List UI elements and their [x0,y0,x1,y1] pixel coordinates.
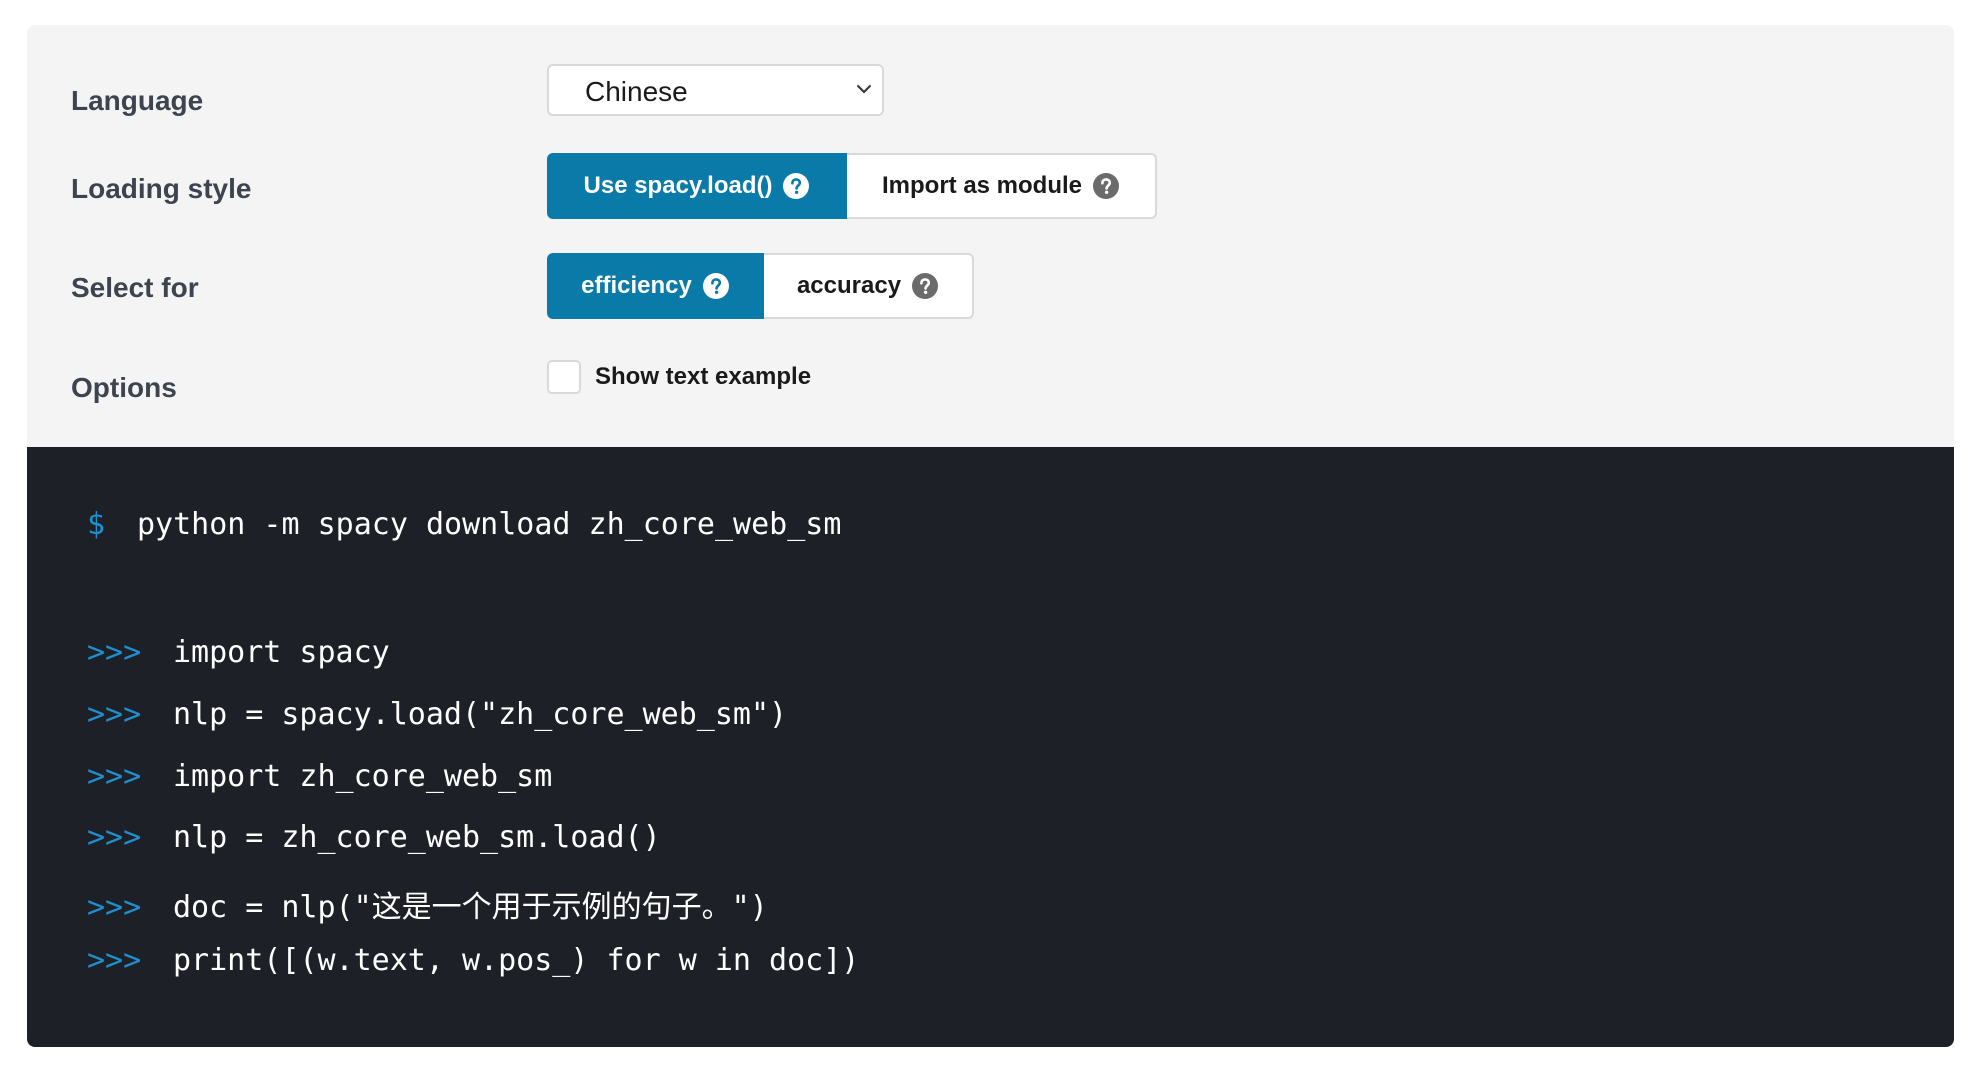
language-select-value: Chinese [585,76,688,107]
python-prompt: >>> [87,635,142,670]
select-for-toggle: efficiency accuracy [547,253,974,319]
language-select[interactable]: Chinese [547,64,884,116]
code-text: print([(w.text, w.pos_) for w in doc]) [173,943,860,978]
show-text-example-label[interactable]: Show text example [595,363,812,390]
help-icon[interactable] [782,172,810,200]
python-prompt: >>> [87,890,142,925]
code-block: $ python -m spacy download zh_core_web_sm… [27,447,1954,1047]
efficiency-label: efficiency [581,272,692,299]
efficiency-button[interactable]: efficiency [547,253,764,319]
code-line: >>> nlp = spacy.load("zh_core_web_sm") [87,697,787,732]
python-prompt: >>> [87,697,142,732]
code-text: import zh_core_web_sm [173,759,553,794]
help-icon[interactable] [911,272,939,300]
code-text: doc = nlp("这是一个用于示例的句子。") [173,890,768,925]
code-line: >>> print([(w.text, w.pos_) for w in doc]… [87,943,859,978]
language-label: Language [71,85,204,116]
accuracy-button[interactable]: accuracy [764,253,974,319]
use-spacy-load-button[interactable]: Use spacy.load() [547,153,847,219]
code-line: >>> import spacy [87,635,390,670]
code-line: >>> nlp = zh_core_web_sm.load() [87,820,661,855]
code-text: import spacy [173,635,390,670]
chevron-down-icon [857,85,871,93]
use-spacy-load-label: Use spacy.load() [583,172,773,199]
show-text-example-checkbox[interactable] [547,360,581,394]
settings-area: Language Chinese Loading style Use spacy… [27,25,1954,447]
code-text: nlp = zh_core_web_sm.load() [173,820,661,855]
options-label: Options [71,372,177,403]
quickstart-panel: Language Chinese Loading style Use spacy… [27,25,1954,1047]
loading-style-toggle: Use spacy.load() Import as module [547,153,1157,219]
code-text: nlp = spacy.load("zh_core_web_sm") [173,697,788,732]
loading-style-label: Loading style [71,173,252,204]
python-prompt: >>> [87,943,142,978]
shell-prompt: $ [87,507,106,542]
help-icon[interactable] [702,272,730,300]
import-as-module-label: Import as module [881,172,1083,199]
accuracy-label: accuracy [796,272,902,299]
python-prompt: >>> [87,759,142,794]
help-icon[interactable] [1092,172,1120,200]
shell-command: python -m spacy download zh_core_web_sm [137,507,842,542]
import-as-module-button[interactable]: Import as module [847,153,1157,219]
python-prompt: >>> [87,820,142,855]
code-line: >>> doc = nlp("这是一个用于示例的句子。") [87,882,768,926]
select-for-label: Select for [71,272,199,303]
shell-command-line: $ python -m spacy download zh_core_web_sm [87,507,841,542]
code-line: >>> import zh_core_web_sm [87,759,552,794]
show-text-example-option: Show text example [547,360,811,394]
